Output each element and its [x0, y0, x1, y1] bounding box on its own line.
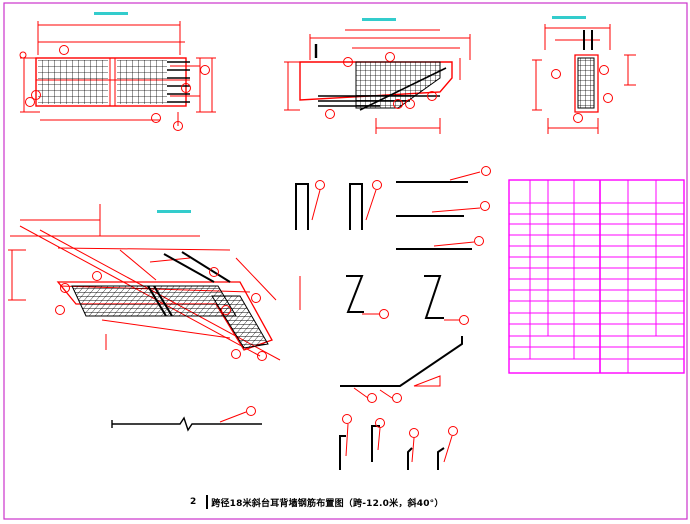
sheet-number: 2: [190, 497, 197, 507]
rebar-detail-zbars: [346, 275, 469, 325]
view-skewed-plan: [8, 204, 301, 361]
rebar-detail-long-bar: [111, 406, 262, 432]
rebar-detail-staples: [295, 180, 382, 230]
rebar-detail-hooks: [339, 414, 458, 470]
drawing-caption: 2 跨径18米斜台耳背墙钢筋布置图（跨-12.0米，斜40°）: [190, 492, 444, 512]
caption-divider: [206, 495, 209, 509]
view-title-bar: [362, 18, 396, 21]
view-title-bar: [552, 16, 586, 19]
drawing-title: 跨径18米斜台耳背墙钢筋布置图（跨-12.0米，斜40°）: [211, 498, 444, 509]
rebar-detail-bent: [340, 336, 463, 403]
view-side-right: [532, 16, 636, 134]
view-title-bar: [157, 210, 191, 213]
rebar-detail-straight: [396, 166, 491, 250]
view-title-bar: [94, 12, 128, 15]
sheet-border: [3, 2, 688, 520]
material-table: [508, 179, 685, 374]
view-section-middle: [284, 18, 471, 134]
view-elevation-left: [19, 12, 216, 131]
